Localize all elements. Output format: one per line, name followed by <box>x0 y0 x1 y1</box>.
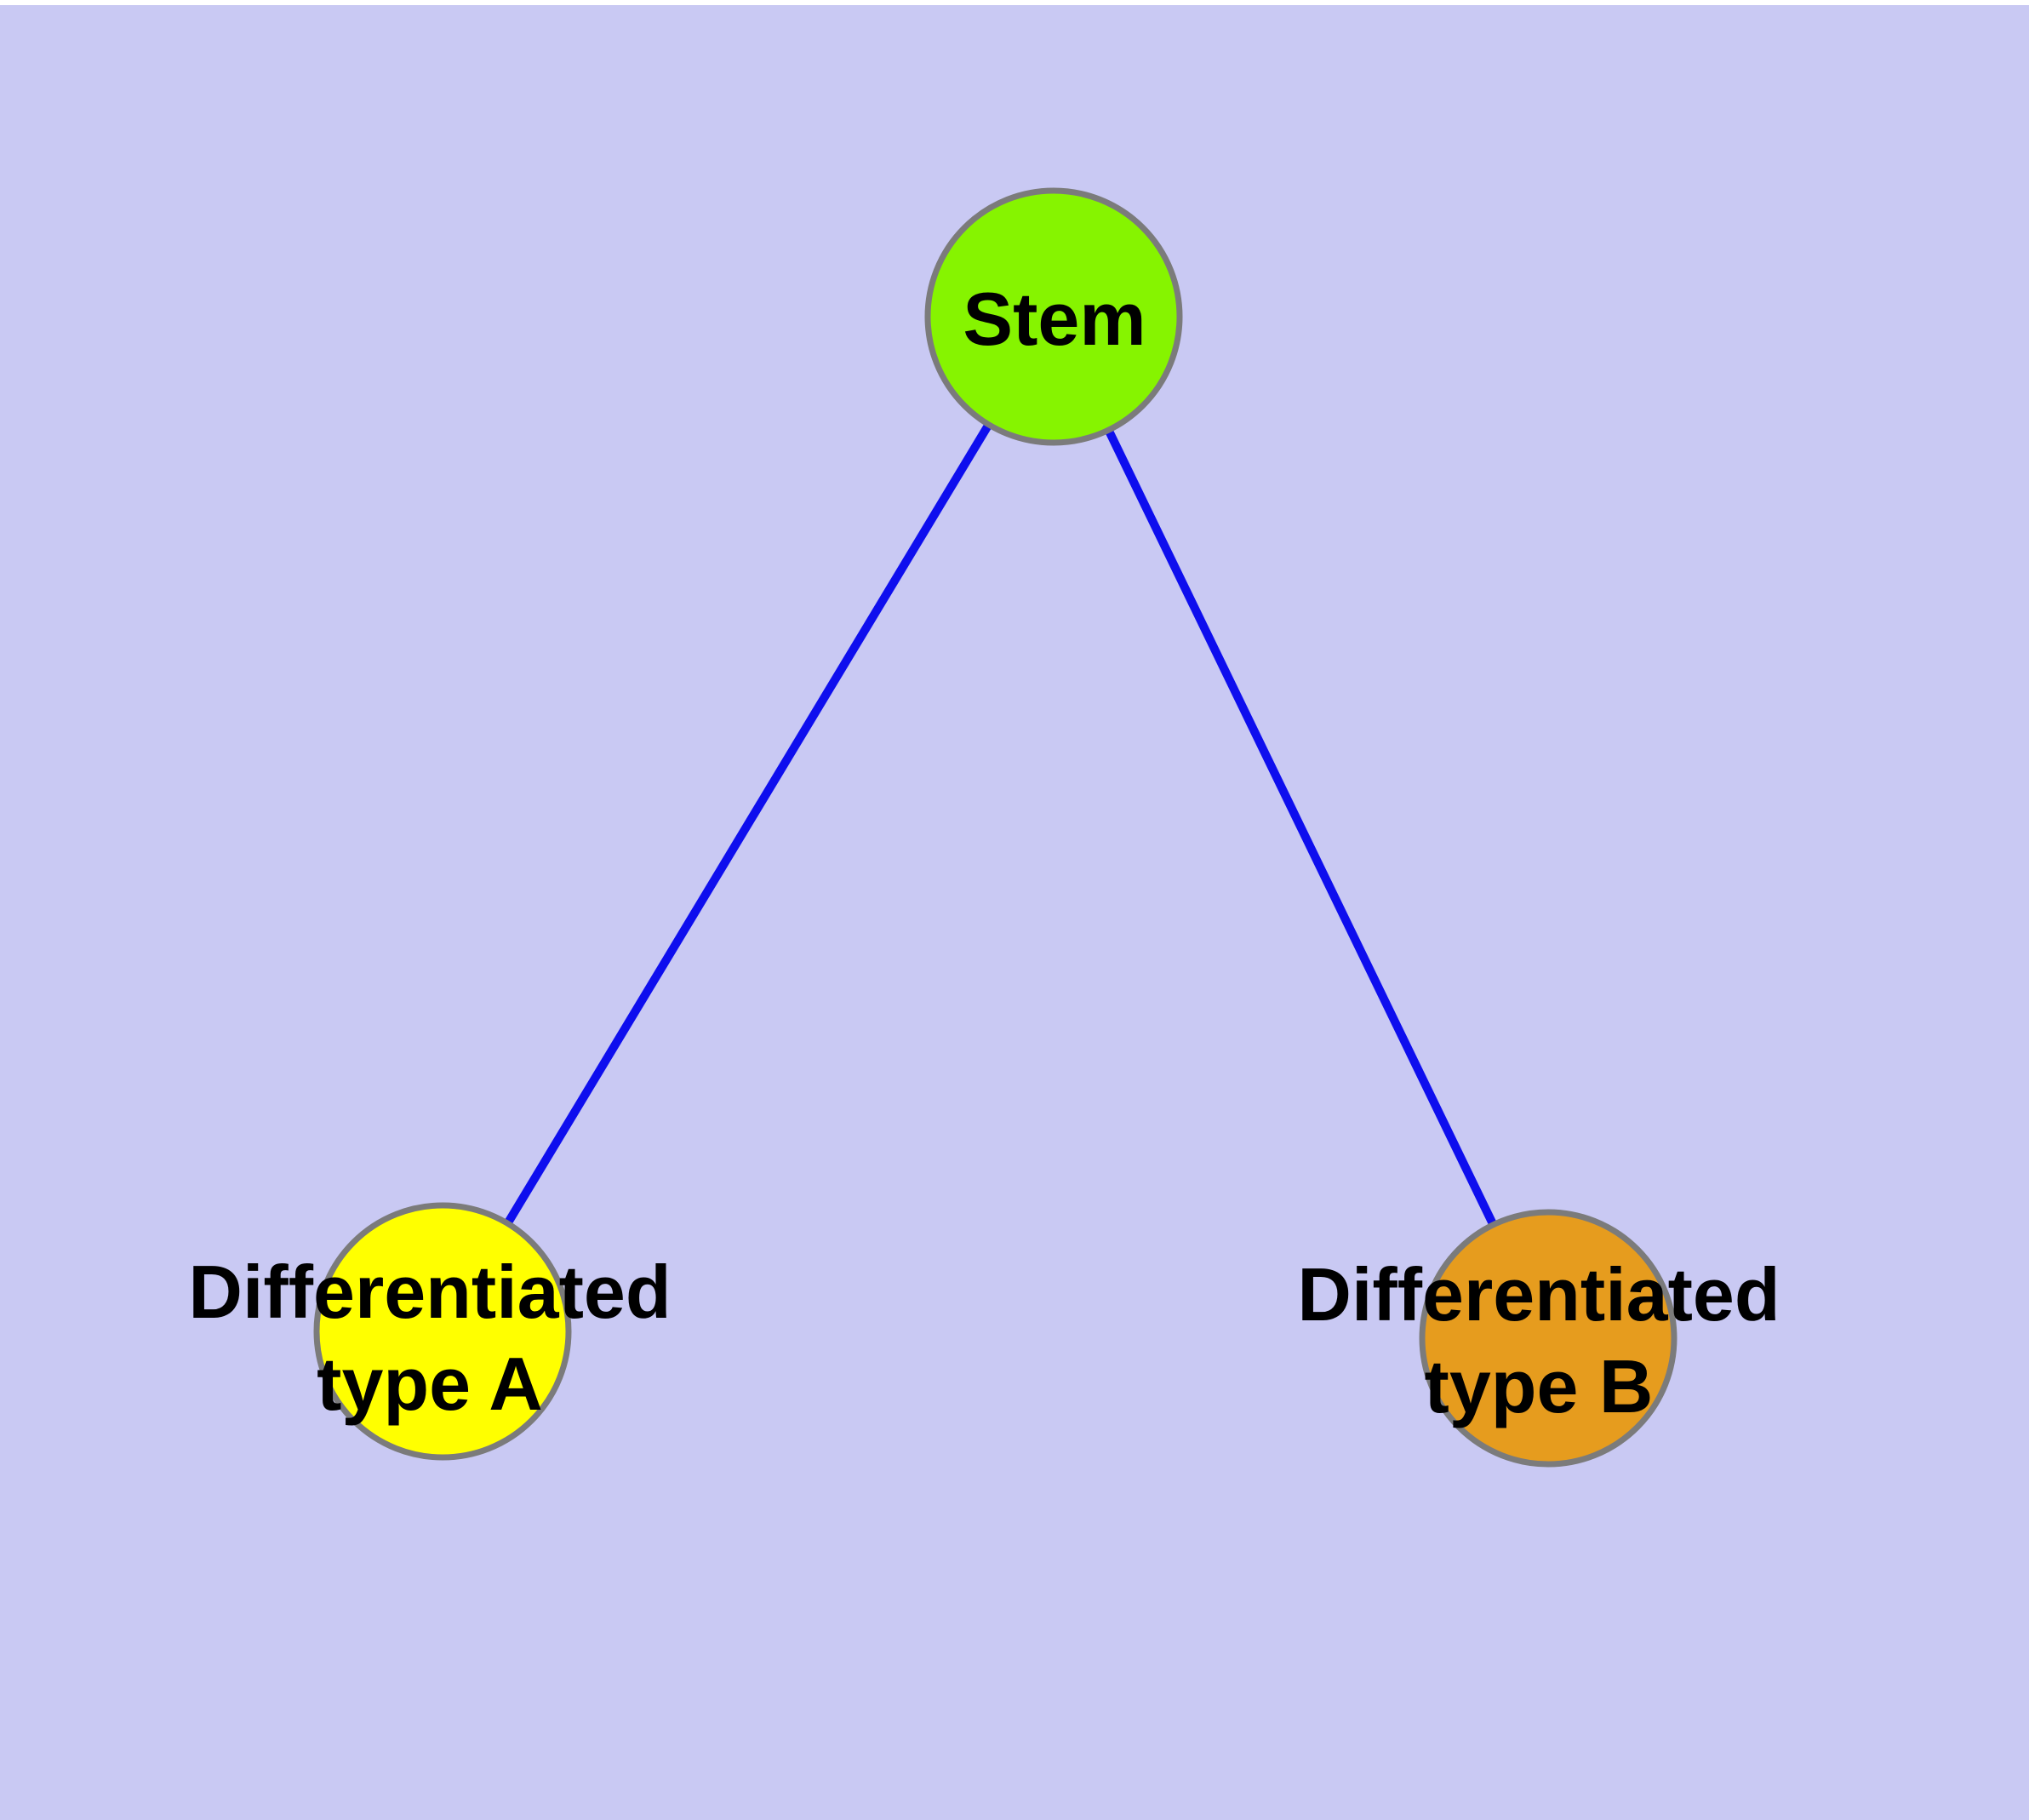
node-type-a-label: Differentiated type A <box>188 1250 672 1426</box>
top-white-strip <box>0 0 2029 5</box>
node-type-a-circle <box>313 1202 572 1461</box>
node-stem-circle <box>924 187 1183 446</box>
node-type-b-circle <box>1419 1209 1677 1468</box>
node-stem-label: Stem <box>963 277 1146 361</box>
edge-stem-to-type-a <box>438 314 1058 1334</box>
edge-stem-to-type-b <box>1049 314 1552 1341</box>
node-type-b-label: Differentiated type B <box>1297 1252 1780 1428</box>
